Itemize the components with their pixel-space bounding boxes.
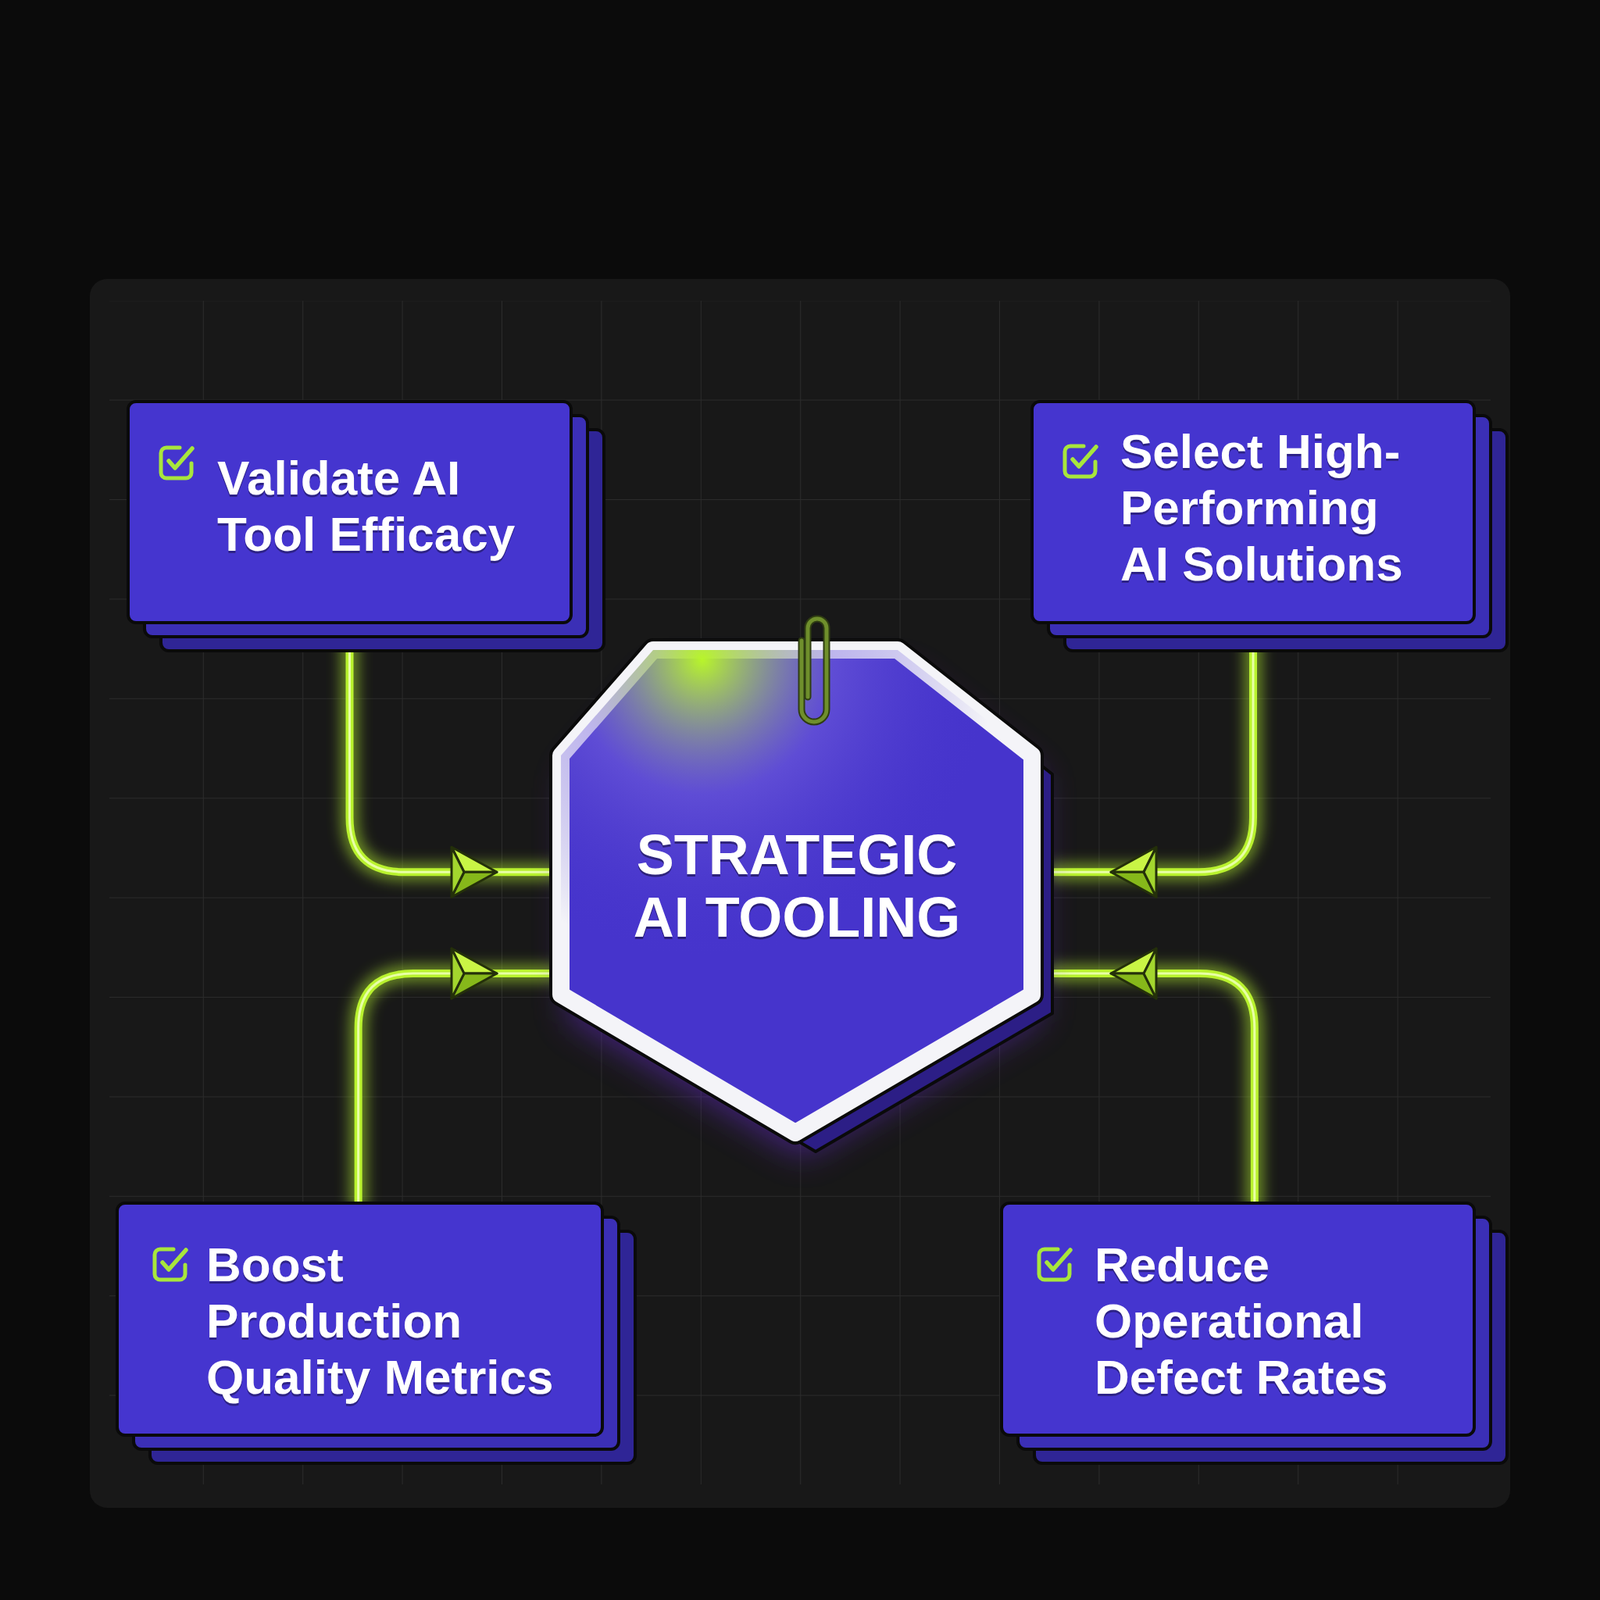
connector-core xyxy=(358,973,554,1202)
arrowhead xyxy=(1143,846,1157,897)
check-mark xyxy=(1046,1250,1071,1270)
connector-core xyxy=(1054,973,1255,1202)
check-frame xyxy=(1064,446,1096,477)
hexagon-highlight xyxy=(560,650,1033,1133)
check-icon xyxy=(1034,1243,1075,1285)
connector xyxy=(358,948,554,1202)
panel xyxy=(89,278,1511,1508)
grid xyxy=(109,300,1491,1485)
connector-line xyxy=(1054,624,1254,872)
goal-card: Reduce Operational Defect Rates xyxy=(1000,1201,1476,1437)
connector xyxy=(350,624,554,897)
connector-line xyxy=(350,624,554,872)
check-icon xyxy=(1060,440,1101,482)
goal-card: Boost Production Quality Metrics xyxy=(115,1201,604,1437)
check-mark xyxy=(1072,446,1097,467)
arrowhead xyxy=(451,948,465,999)
goal-label: Reduce Operational Defect Rates xyxy=(1094,1236,1439,1406)
arrowhead xyxy=(451,846,465,897)
hub-label: STRATEGIC AI TOOLING xyxy=(609,823,985,949)
goal-label: Validate AI Tool Efficacy xyxy=(217,450,542,563)
connector-glow xyxy=(1054,624,1254,872)
hexagon-face xyxy=(560,650,1033,1133)
check-mark xyxy=(162,1250,186,1270)
connector-core xyxy=(350,624,554,872)
check-icon xyxy=(150,1243,191,1285)
connector xyxy=(1054,624,1254,897)
goal-card: Validate AI Tool Efficacy xyxy=(126,400,573,625)
connector-glow xyxy=(350,624,554,872)
goal-label: Boost Production Quality Metrics xyxy=(206,1236,566,1406)
arrowhead xyxy=(1143,948,1157,999)
check-frame xyxy=(160,447,192,479)
connector-glow xyxy=(358,973,554,1202)
check-frame xyxy=(1039,1249,1070,1280)
connector-core xyxy=(1054,624,1254,872)
central-hexagon: STRATEGIC AI TOOLING xyxy=(560,650,1033,1133)
paperclip xyxy=(781,609,844,743)
goal-label: Select High-Performing AI Solutions xyxy=(1120,423,1433,593)
check-mark xyxy=(168,448,193,468)
connector-glow xyxy=(1054,973,1255,1202)
check-frame xyxy=(154,1249,186,1280)
connector xyxy=(1054,948,1255,1202)
hexagon-outline xyxy=(560,650,1033,1133)
check-icon xyxy=(156,442,197,483)
connector-line xyxy=(1054,973,1255,1202)
connector-line xyxy=(358,973,554,1202)
goal-card: Select High-Performing AI Solutions xyxy=(1030,400,1476,625)
